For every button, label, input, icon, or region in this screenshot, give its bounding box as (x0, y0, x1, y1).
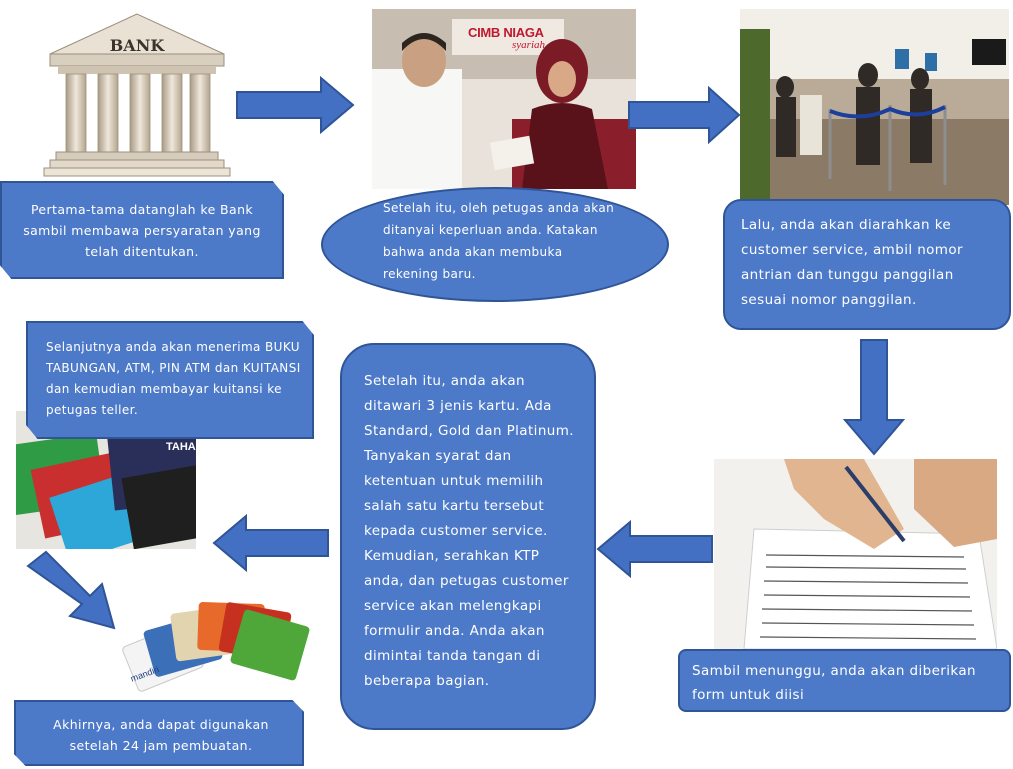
arrow-down-1 (842, 339, 906, 456)
arrow-left-1 (596, 519, 713, 579)
bank-building-image: BANK (42, 12, 232, 177)
step-6-text: Selanjutnya anda akan menerima BUKU TABU… (46, 340, 301, 417)
step-3-text: Lalu, anda akan diarahkan ke customer se… (741, 217, 963, 308)
arrow-right-1 (236, 75, 355, 135)
step-5-text: Setelah itu, anda akan ditawari 3 jenis … (364, 373, 574, 689)
cimb-sign-sub: syariah (512, 39, 545, 51)
step-2-ellipse: Setelah itu, oleh petugas anda akan dita… (321, 187, 669, 302)
step-5-box: Setelah itu, anda akan ditawari 3 jenis … (340, 343, 596, 730)
step-1-box: Pertama-tama datanglah ke Bank sambil me… (0, 181, 284, 279)
queue-photo (740, 9, 1009, 205)
arrow-left-2 (212, 513, 329, 573)
step-1-text: Pertama-tama datanglah ke Bank sambil me… (23, 202, 261, 259)
card-text-tahapan: TAHAPA (166, 441, 196, 453)
arrow-right-2 (628, 85, 741, 145)
arrow-down-right (26, 550, 116, 630)
form-filling-photo (714, 459, 997, 649)
step-4-text: Sambil menunggu, anda akan diberikan for… (692, 663, 976, 703)
cards-fan-photo: mandiri BNI (118, 593, 310, 699)
step-2-text: Setelah itu, oleh petugas anda akan dita… (383, 201, 615, 281)
step-6-box: Selanjutnya anda akan menerima BUKU TABU… (26, 321, 314, 439)
teller-photo: CIMB NIAGA syariah (372, 9, 636, 189)
card-brand-bni: BNI (204, 663, 220, 673)
step-3-box: Lalu, anda akan diarahkan ke customer se… (723, 199, 1011, 330)
step-7-text: Akhirnya, anda dapat digunakan setelah 2… (53, 717, 269, 753)
step-4-box: Sambil menunggu, anda akan diberikan for… (678, 649, 1011, 712)
step-7-box: Akhirnya, anda dapat digunakan setelah 2… (14, 700, 304, 766)
bank-label: BANK (109, 36, 165, 55)
cimb-sign: CIMB NIAGA (468, 25, 544, 40)
